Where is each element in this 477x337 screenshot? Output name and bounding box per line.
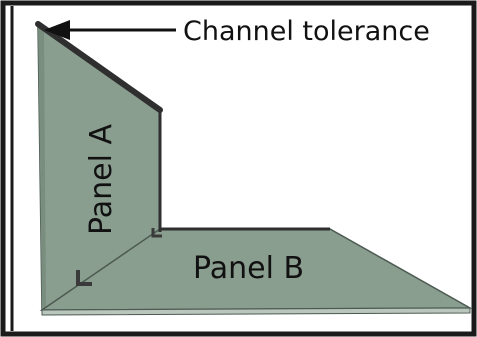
bracket-top — [151, 228, 162, 238]
panel-b-label: Panel B — [193, 251, 304, 286]
bracket-bottom — [76, 270, 92, 286]
channel-tolerance-label: Channel tolerance — [183, 16, 430, 47]
panel-a-label: Panel A — [84, 124, 119, 235]
panel-b-front-edge — [41, 307, 471, 316]
panel-a-edge — [38, 24, 46, 310]
annotation-arrowhead — [44, 20, 70, 40]
top-channel — [35, 21, 163, 113]
